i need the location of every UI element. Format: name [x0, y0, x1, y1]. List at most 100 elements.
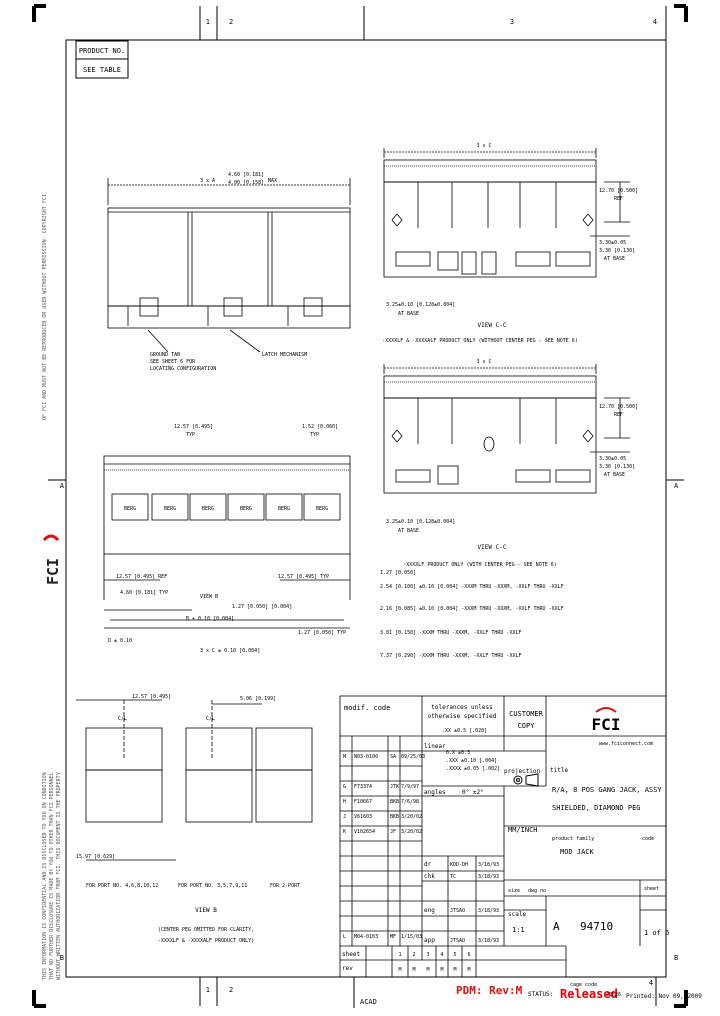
view-c1-dim-bottom-2: AT BASE: [398, 311, 419, 317]
zone-bottom-1: 1: [206, 986, 210, 994]
code-label: code: [642, 836, 654, 842]
sheet-num-1: 1: [398, 952, 401, 958]
rev-by-5: JF: [390, 829, 396, 835]
status-value: Released: [560, 987, 618, 1001]
rev-ecn-3: F10667: [354, 799, 372, 805]
view-c1-dim-r2: REF: [614, 196, 623, 202]
callout-latch: LATCH MECHANISM: [262, 352, 307, 358]
front-dim-2: TYP: [186, 432, 195, 438]
footer: ACAD PDM: Rev:M cage code STATUS: Releas…: [353, 977, 702, 1008]
sheet-rev-4: M: [440, 967, 443, 973]
sheet-rev-table: 1 2 3 4 5 6 M M M M M M: [398, 952, 470, 973]
front-note-2: 2.54 [0.100] ±0.10 [0.004] -XXXM THRU -X…: [380, 584, 564, 590]
front-dim-13: D ± 0.10: [108, 638, 132, 644]
fci-logo-swoosh: [595, 707, 617, 713]
port-label-2: BERG: [164, 506, 176, 512]
front-dim-4: TYP: [310, 432, 319, 438]
rev-by-3: BKB: [390, 799, 399, 805]
rev-letter-2: G: [343, 784, 346, 790]
top-view-labels: 3 x A 4.60 [0.181] 4.00 [0.158] MAX GROU…: [150, 172, 307, 372]
note-line-3: WITHOUT WRITTEN AUTHORIZATION FROM FCI. …: [56, 772, 62, 980]
sheet-row-label: sheet: [342, 951, 360, 958]
view-b-title: VIEW B: [195, 907, 217, 914]
top-dim-3xa: 3 x A: [200, 178, 215, 184]
view-c2-dim-r5: AT BASE: [604, 472, 625, 478]
rev-by-6: MF: [390, 934, 396, 940]
front-view-notes: 1.27 [0.050] 2.54 [0.100] ±0.10 [0.004] …: [380, 570, 564, 659]
port-label-3: BERG: [202, 506, 214, 512]
tol-label-1: tolerances unless: [431, 704, 493, 711]
rev-letter-5: K: [343, 829, 346, 835]
rev-date-3: 7/6/98: [401, 799, 419, 805]
sheet-rev-5: M: [453, 967, 456, 973]
sheet-num-2: 2: [412, 952, 415, 958]
front-view-dims: 12.57 [0.495] TYP 1.52 [0.060] TYP 12.57…: [108, 424, 346, 654]
zone-bottom-4: 4: [649, 979, 653, 987]
port-label-1: BERG: [124, 506, 136, 512]
drawing-number: 94710: [580, 920, 613, 933]
view-c2-dim-bottom-2: AT BASE: [398, 528, 419, 534]
rev-ecn-6: M04-0103: [354, 934, 378, 940]
signoff-dr-name: KDD-DH: [450, 862, 468, 868]
signoff-chk-name: TC: [450, 874, 456, 880]
printed-date: Printed: Nov 09, 2009: [626, 993, 702, 1000]
signoff-app-role: app: [424, 937, 435, 944]
product-family-label: product family: [552, 836, 594, 842]
view-b-sub-1: (CENTER PEG OMITTED FOR CLARITY,: [158, 927, 254, 933]
front-note-5: 7.37 [0.290] -XXXM THRU -XXXM, -XXLF THR…: [380, 653, 521, 659]
zone-right-a: A: [674, 482, 679, 490]
rev-date-4: 3/20/02: [401, 814, 422, 820]
view-b-dim-3: 15.97 [0.629]: [76, 854, 115, 860]
signoff-app-name: JTSAO: [450, 938, 465, 944]
note-line-1: THIS INFORMATION IS CONFIDENTIAL AND IS …: [42, 772, 48, 980]
rev-letter-6: L: [343, 934, 346, 940]
signoff-dr-role: dr: [424, 861, 432, 868]
title-block: [339, 695, 667, 978]
zone-left-b: B: [60, 954, 64, 962]
sheet-num-4: 4: [440, 952, 443, 958]
rev-letter-4: J: [343, 814, 346, 820]
top-dim-max: MAX: [268, 178, 277, 184]
zone-labels: 1 2 3 4 1 2 4 A B A B: [60, 18, 679, 994]
angles-value: 0° ±2°: [462, 789, 484, 796]
front-view: [103, 455, 351, 629]
rev-date-1: 09/25/03: [401, 754, 425, 760]
view-b-caption-3: FOR 2-PORT: [270, 883, 300, 889]
view-b-caption-1: FOR PORT NO. 4,6,8,10,12: [86, 883, 158, 889]
fci-side-logo-text: FCI: [44, 558, 62, 585]
view-c-c-1-labels: 3 x C 12.70 [0.500] REF 3.30±0.05 3.30 […: [382, 143, 638, 344]
scale-value: 1:1: [512, 926, 525, 934]
title-block-text: modif. code tolerances unless otherwise …: [342, 704, 669, 972]
rev-letter-3: H: [343, 799, 346, 805]
view-b-caption-2: FOR PORT NO. 3,5,7,9,11: [178, 883, 247, 889]
sheet-value: 1 of 6: [644, 929, 669, 937]
front-dim-3: 1.52 [0.060]: [302, 424, 338, 430]
callout-ground-tab: GROUND TAB: [150, 352, 180, 358]
signoff-eng-name: JTSAO: [450, 908, 465, 914]
view-b-sub-2: -XXXXLF & -XXXXALF PRODUCT ONLY): [158, 938, 254, 944]
rev-by-1: SA: [390, 754, 396, 760]
zone-top-3: 3: [510, 18, 514, 26]
confidentiality-notes: THIS INFORMATION IS CONFIDENTIAL AND IS …: [42, 191, 62, 980]
rev-by-2: JTK: [390, 784, 399, 790]
fci-side-logo-swoosh: [42, 534, 60, 542]
top-view: [107, 178, 351, 353]
front-view-port-labels: BERG BERG BERG BERG BERG BERG: [124, 506, 328, 512]
front-note-1: 1.27 [0.050]: [380, 570, 416, 576]
fci-logo: FCI: [592, 715, 621, 734]
view-c1-dim-bottom: 3.25±0.10 [0.128±0.004]: [386, 302, 455, 308]
front-dim-6: 12.57 [0.495] TYP: [278, 574, 329, 580]
product-no-value: SEE TABLE: [83, 66, 121, 74]
tol-xxx: .XXXX ±0.05 [.002]: [446, 766, 500, 772]
sheet-rev-1: M: [398, 967, 401, 973]
note-line-4: OF FCI AND MUST NOT BE REPRODUCED OR USE…: [42, 191, 48, 420]
view-c-c-1: [383, 148, 630, 278]
view-c2-dim-r4: 3.30 [0.130]: [599, 464, 635, 470]
front-dim-10: 1.27 [0.050] [0.004]: [232, 604, 292, 610]
rev-letter-1: M: [343, 754, 346, 760]
status-label: STATUS:: [528, 991, 553, 998]
rev-ecn-1: N03-0100: [354, 754, 378, 760]
callout-see-sheet: SEE SHEET 6 FOR: [150, 359, 196, 365]
fci-side-logo: FCI: [42, 534, 62, 585]
